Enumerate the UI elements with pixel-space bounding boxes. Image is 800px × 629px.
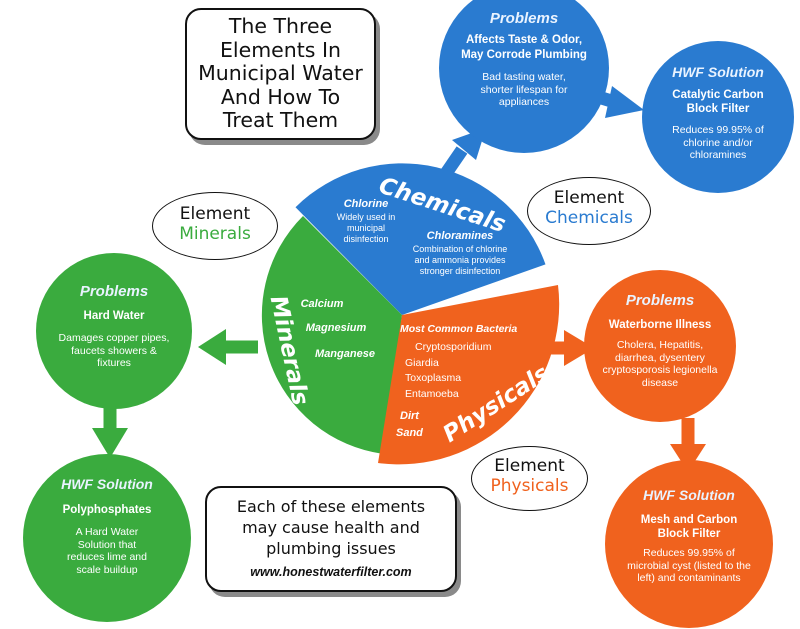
chemicals-problems-detail: Bad tasting water, shorter lifespan for …: [480, 71, 568, 108]
title-box: The Three Elements In Municipal Water An…: [185, 8, 376, 140]
list-item: Sand: [396, 427, 423, 439]
physicals-bacteria-list: Cryptosporidium Giardia Toxoplasma Entam…: [405, 340, 515, 402]
minerals-problems-detail: Damages copper pipes, faucets showers & …: [58, 332, 170, 369]
physicals-solution-headline: Mesh and Carbon Block Filter: [640, 514, 738, 540]
chemicals-solution: HWF Solution Catalytic Carbon Block Filt…: [652, 64, 784, 162]
minerals-problems: Problems Hard Water Damages copper pipes…: [52, 283, 176, 370]
minerals-solution-headline: Polyphosphates: [62, 504, 152, 516]
minerals-problem-circle: [36, 253, 192, 409]
footer-box: Each of these elements may cause health …: [205, 486, 457, 592]
arrow-minerals-to-problems: [198, 329, 258, 365]
chemicals-problems-headline: Affects Taste & Odor, May Corrode Plumbi…: [461, 34, 587, 61]
minerals-item-magnesium: Magnesium: [305, 322, 367, 334]
list-item: Giardia: [405, 356, 439, 369]
website-link[interactable]: www.honestwaterfilter.com: [250, 565, 412, 579]
physicals-bacteria-heading: Most Common Bacteria: [400, 323, 518, 335]
list-item: Dirt: [400, 410, 419, 422]
wheel-segment-chemicals: [295, 163, 546, 315]
wheel-segment-minerals: [261, 216, 402, 454]
physicals-problems: Problems Waterborne Illness Cholera, Hep…: [588, 292, 732, 389]
minerals-problems-headline: Hard Water: [83, 310, 145, 322]
physicals-solution: HWF Solution Mesh and Carbon Block Filte…: [617, 487, 761, 585]
chemicals-item-chloramines: Chloramines Combination of chlorine and …: [412, 230, 508, 276]
list-item: Toxoplasma: [405, 372, 462, 384]
physicals-solution-circle: [605, 460, 773, 628]
page-title: The Three Elements In Municipal Water An…: [198, 14, 363, 133]
chemicals-item-chlorine: Chlorine Widely used in municipal disinf…: [336, 198, 396, 244]
arrow-physicals-problem-to-solution: [670, 418, 706, 472]
element-label-chemicals: Element Chemicals: [527, 177, 651, 245]
chemicals-solution-circle: [642, 41, 794, 193]
minerals-solution-circle: [23, 454, 191, 622]
minerals-solution-detail: A Hard Water Solution that reduces lime …: [67, 526, 147, 576]
physicals-extra-list: Dirt Sand: [396, 408, 456, 442]
list-item: Entamoeba: [405, 387, 459, 400]
chemicals-problem-circle: [439, 0, 609, 153]
chemicals-solution-headline: Catalytic Carbon Block Filter: [672, 89, 764, 115]
element-label-minerals: Element Minerals: [152, 192, 278, 260]
minerals-item-calcium: Calcium: [300, 298, 344, 310]
minerals-solution: HWF Solution Polyphosphates A Hard Water…: [40, 476, 174, 576]
physicals-problems-headline: Waterborne Illness: [608, 319, 712, 331]
minerals-problems-title: Problems: [79, 283, 149, 300]
element-label-physicals: Element Physicals: [471, 446, 588, 511]
physicals-problems-detail: Cholera, Hepatitis, diarrhea, dysentery …: [602, 339, 718, 389]
minerals-solution-title: HWF Solution: [61, 476, 153, 492]
chemicals-solution-detail: Reduces 99.95% of chlorine and/or chlora…: [672, 124, 764, 161]
physicals-problems-title: Problems: [625, 292, 695, 309]
chemicals-solution-title: HWF Solution: [672, 64, 764, 80]
chemicals-problems-title: Problems: [489, 10, 559, 27]
chemicals-problems: Problems Affects Taste & Odor, May Corro…: [459, 10, 589, 109]
physicals-problem-circle: [584, 270, 736, 422]
physicals-solution-title: HWF Solution: [643, 487, 735, 503]
minerals-item-manganese: Manganese: [315, 348, 375, 360]
footer-text: Each of these elements may cause health …: [236, 497, 426, 558]
list-item: Cryptosporidium: [415, 341, 492, 353]
physicals-solution-detail: Reduces 99.95% of microbial cyst (listed…: [627, 547, 751, 584]
wheel-segment-physicals: [378, 285, 560, 465]
